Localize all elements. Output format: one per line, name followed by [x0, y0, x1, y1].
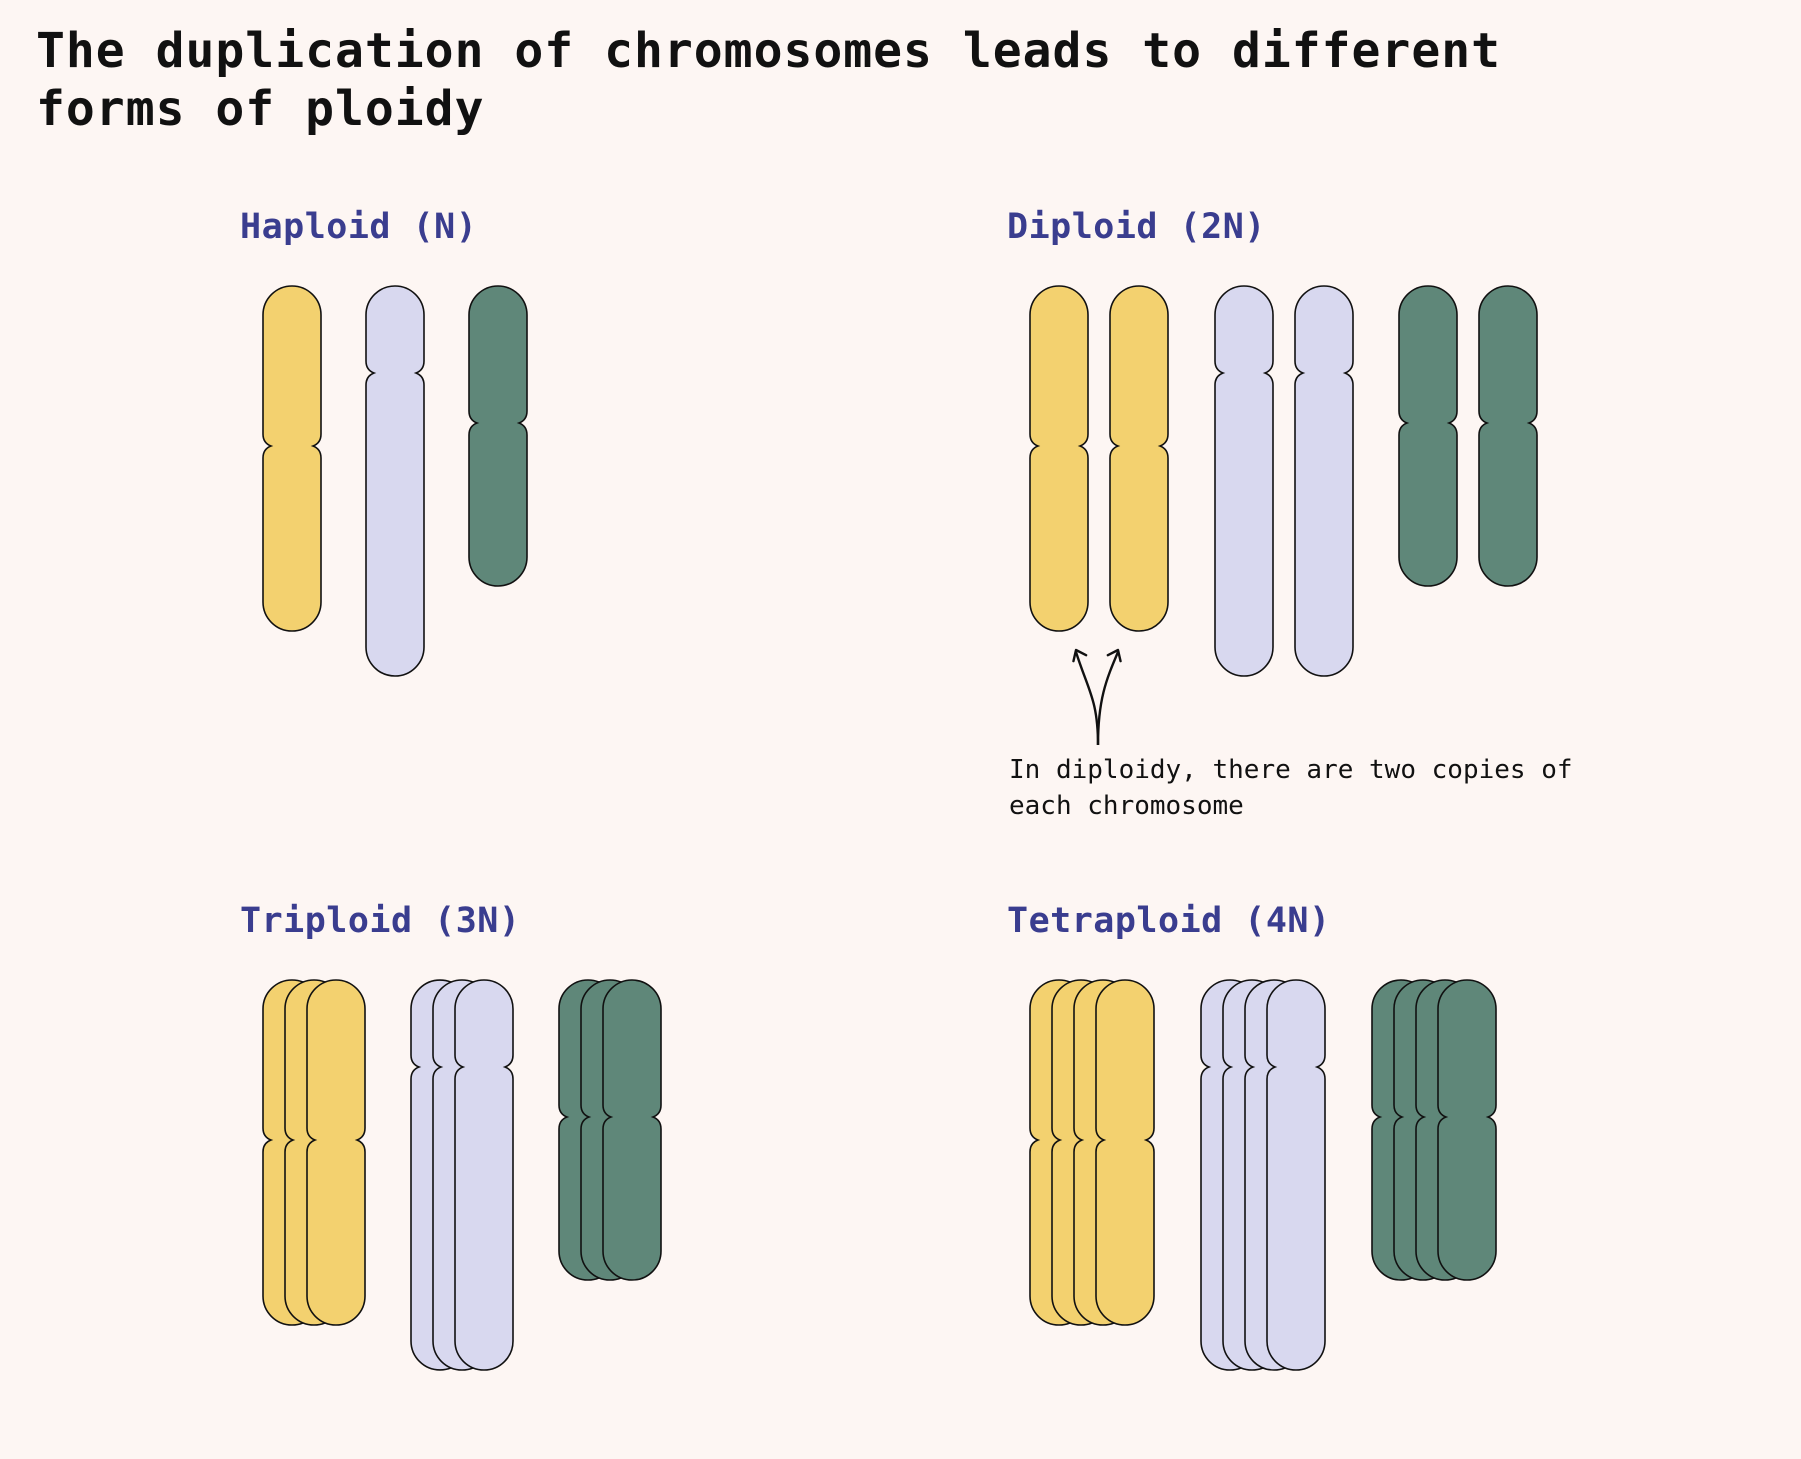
curved-arrows-icon	[1072, 648, 1122, 746]
arrow-head-2	[1106, 648, 1122, 663]
chromosome-a-copy-3	[306, 979, 366, 1326]
chromosome-c-copy-1	[468, 285, 528, 587]
chromosome-b-copy-3	[454, 979, 514, 1371]
chromosome-b-copy-1	[365, 285, 425, 677]
panel-triploid	[262, 979, 662, 1371]
panel-tetraploid	[1029, 979, 1497, 1371]
chromosome-a-copy-2	[1109, 285, 1169, 632]
figure-title: The duplication of chromosomes leads to …	[36, 23, 1502, 137]
chromosome-a-copy-1	[262, 285, 322, 632]
panel-diploid	[1029, 285, 1538, 677]
chromosome-b-copy-1	[1214, 285, 1274, 677]
chromosome-b-copy-4	[1266, 979, 1326, 1371]
diploid-annotation: In diploidy, there are two copies of eac…	[1009, 755, 1573, 821]
chromosome-a-copy-1	[1029, 285, 1089, 632]
arrow-head-1	[1072, 648, 1088, 663]
panel-title-haploid: Haploid (N)	[240, 207, 478, 247]
chromosome-c-copy-2	[1478, 285, 1538, 587]
panel-title-tetraploid: Tetraploid (4N)	[1007, 901, 1331, 941]
chromosome-a-copy-4	[1095, 979, 1155, 1326]
chromosome-c-copy-3	[602, 979, 662, 1281]
panel-title-diploid: Diploid (2N)	[1007, 207, 1266, 247]
panel-title-triploid: Triploid (3N)	[240, 901, 521, 941]
chromosome-b-copy-2	[1294, 285, 1354, 677]
arrow-stem-1	[1074, 651, 1100, 746]
chromosome-c-copy-1	[1398, 285, 1458, 587]
chromosome-c-copy-4	[1437, 979, 1497, 1281]
panel-haploid	[262, 285, 528, 677]
arrow-stem-2	[1096, 651, 1120, 746]
